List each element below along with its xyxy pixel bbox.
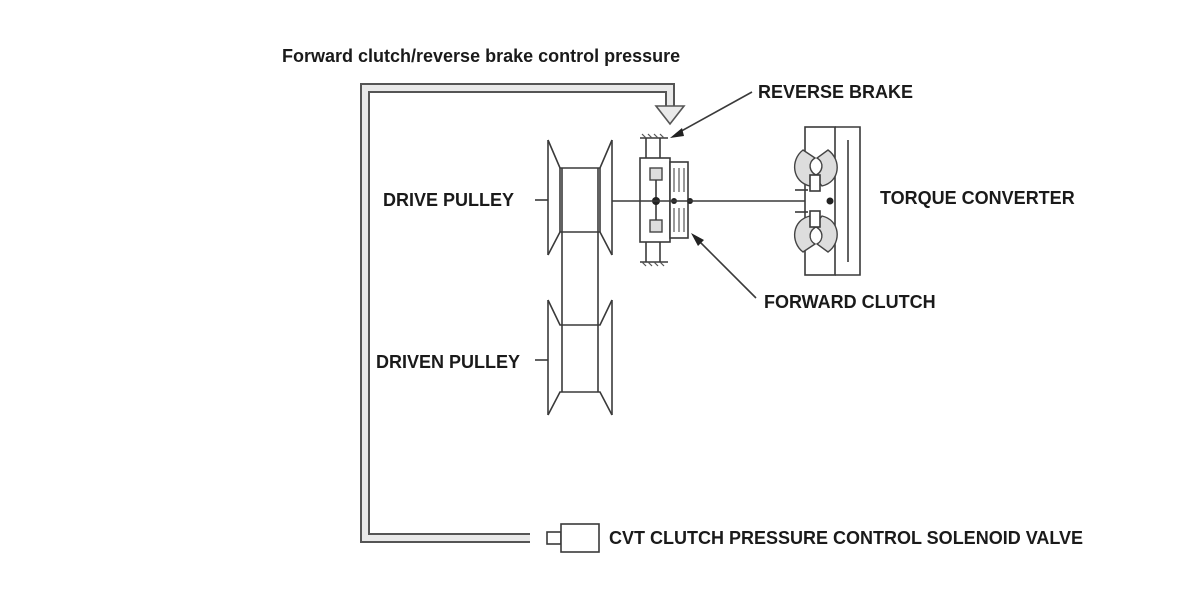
torque-converter-label: TORQUE CONVERTER: [880, 188, 1075, 208]
driven-pulley-label: DRIVEN PULLEY: [376, 352, 520, 372]
drive-pulley: [535, 139, 613, 256]
forward-clutch-label: FORWARD CLUTCH: [764, 292, 936, 312]
pressure-arrow-icon: [654, 105, 686, 126]
reverse-brake-leader: [670, 91, 753, 138]
hydraulic-pipe: [360, 83, 686, 543]
forward-clutch-leader: [691, 233, 757, 299]
solenoid-valve-label: CVT CLUTCH PRESSURE CONTROL SOLENOID VAL…: [609, 528, 1083, 548]
drive-pulley-label: DRIVE PULLEY: [383, 190, 514, 210]
planetary-gear-assembly: [639, 133, 693, 267]
torque-converter: [794, 126, 861, 276]
drive-belt: [561, 168, 599, 392]
driven-pulley: [535, 299, 613, 416]
reverse-brake-label: REVERSE BRAKE: [758, 82, 913, 102]
solenoid-valve: [546, 523, 600, 553]
pressure-line-label: Forward clutch/reverse brake control pre…: [282, 46, 680, 66]
